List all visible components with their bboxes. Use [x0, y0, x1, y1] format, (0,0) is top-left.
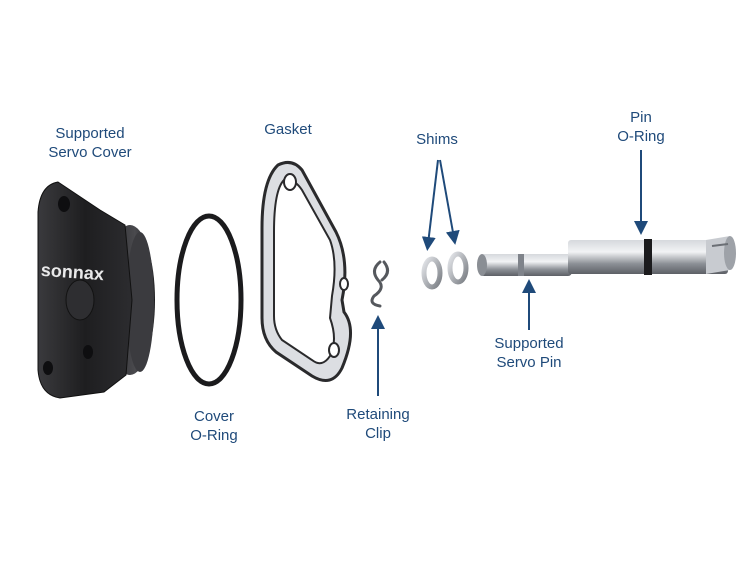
label-pin-oring: Pin O-Ring [617, 109, 665, 145]
retaining-clip-part [370, 260, 389, 308]
servo-cover-part: sonnax [37, 181, 155, 399]
shims-arrow-left [421, 159, 439, 251]
callout-arrows [371, 150, 648, 396]
shims-part [421, 251, 469, 290]
label-cover-oring: Cover O-Ring [190, 408, 238, 444]
cover-oring-part [174, 213, 244, 387]
sonnax-logo: sonnax [40, 260, 104, 284]
servo-pin-part [477, 236, 736, 276]
label-shims: Shims [416, 131, 458, 148]
label-servo-cover: Supported Servo Cover [48, 125, 132, 161]
label-retaining-clip: Retaining Clip [346, 406, 410, 442]
label-gasket: Gasket [264, 121, 312, 138]
shims-arrow-right [439, 159, 460, 245]
gasket-part [260, 160, 352, 382]
label-servo-pin: Supported Servo Pin [494, 335, 564, 371]
